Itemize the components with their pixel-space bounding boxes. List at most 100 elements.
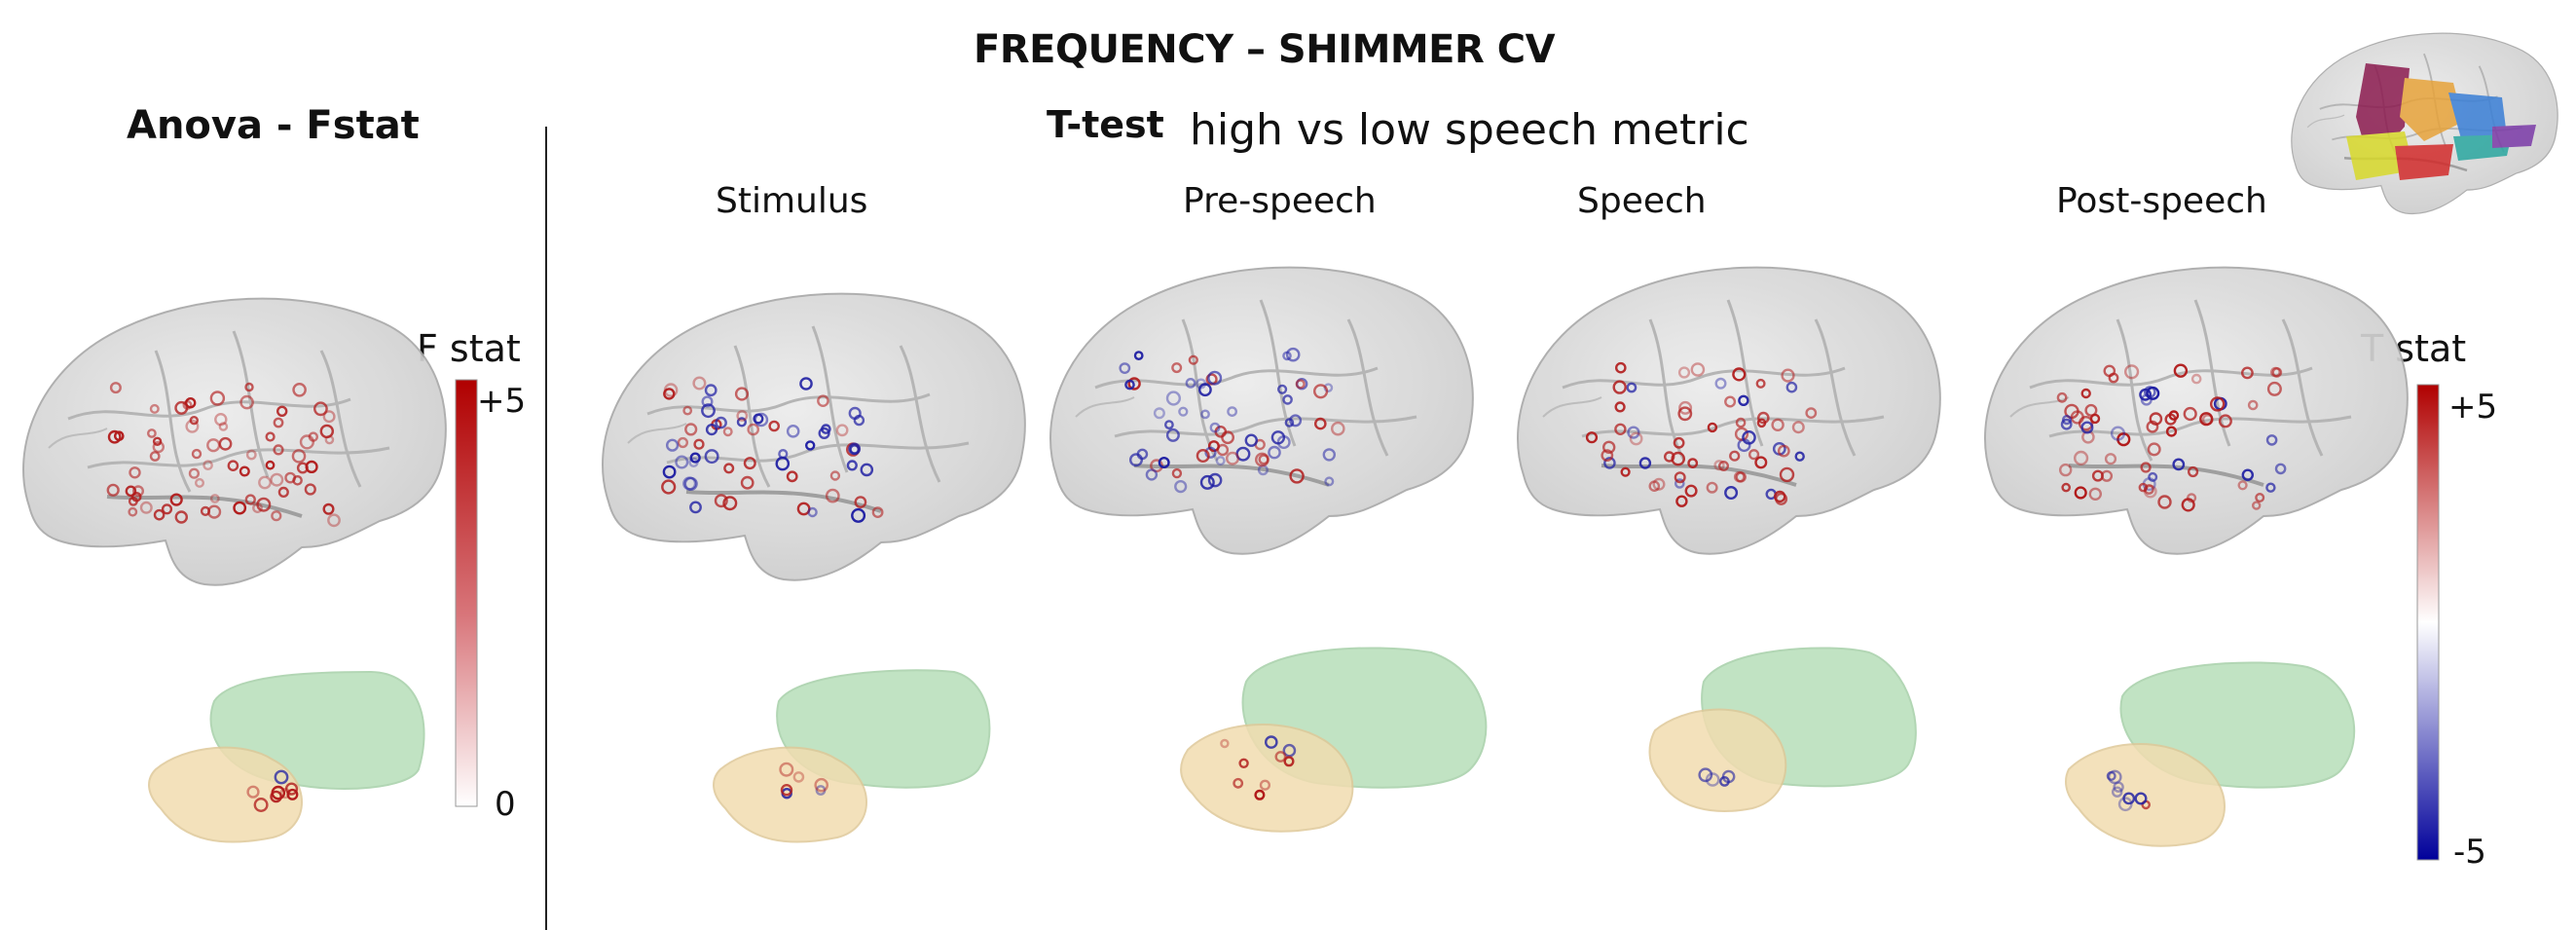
- electrode-marker: [2240, 366, 2254, 380]
- electrode-marker: [244, 494, 256, 505]
- electrode-marker: [1312, 384, 1329, 399]
- anova-subcortical: [148, 670, 425, 843]
- electrode-marker: [2199, 412, 2214, 427]
- electrode-marker: [1777, 444, 1790, 458]
- electrode-marker: [1238, 758, 1249, 768]
- electrode-marker: [239, 465, 250, 477]
- electrode-marker: [1207, 370, 1223, 386]
- electrode-marker: [689, 452, 701, 464]
- electrode-marker: [2106, 770, 2116, 781]
- electrode-marker: [1127, 377, 1141, 391]
- electrode-marker: [663, 388, 676, 400]
- electrode-marker: [1285, 347, 1301, 362]
- electrode-marker: [258, 475, 272, 490]
- electrode-marker: [1185, 377, 1196, 389]
- electrode-marker: [1724, 486, 1739, 501]
- electrode-marker: [2060, 418, 2073, 430]
- electrode-marker: [775, 456, 791, 471]
- electrode-marker: [1785, 381, 1798, 393]
- fstat-colorbar: [455, 379, 478, 807]
- electrode-marker: [1164, 420, 1174, 429]
- electrode-marker: [1124, 379, 1135, 391]
- electrode-marker: [848, 442, 862, 456]
- electrode-marker: [2266, 381, 2282, 396]
- electrode-marker: [322, 410, 336, 424]
- electrode-marker: [2139, 388, 2153, 401]
- electrode-marker: [1748, 449, 1760, 461]
- electrode-marker: [786, 424, 800, 438]
- electrode-marker: [2149, 412, 2163, 426]
- electrode-marker: [1675, 495, 1688, 507]
- electrode-marker: [2183, 406, 2197, 422]
- electrode-marker: [799, 377, 813, 391]
- electrode-marker: [209, 494, 220, 503]
- electrode-marker: [1652, 477, 1666, 491]
- electrode-marker: [1614, 401, 1626, 413]
- electrode-marker: [276, 405, 288, 417]
- electrode-marker: [2080, 421, 2094, 434]
- electrode-marker: [202, 460, 213, 471]
- electrode-marker: [1216, 443, 1230, 457]
- electrode-marker: [1209, 422, 1221, 433]
- electrode-marker: [1282, 351, 1292, 361]
- electrode-marker: [2061, 482, 2071, 493]
- electrode-marker: [2247, 399, 2259, 411]
- electrode-marker: [1687, 458, 1699, 468]
- electrode-marker: [665, 438, 680, 452]
- electrode-marker: [184, 397, 197, 409]
- electrode-marker: [2271, 367, 2283, 378]
- electrode-marker: [174, 510, 189, 524]
- electrode-marker: [677, 436, 689, 449]
- electrode-marker: [319, 424, 334, 439]
- electrode-marker: [1648, 480, 1661, 493]
- electrode-marker: [2074, 450, 2089, 466]
- electrode-marker: [1673, 436, 1685, 449]
- electrode-marker: [161, 503, 173, 515]
- electrode-marker: [2241, 468, 2255, 481]
- electrode-marker: [1324, 476, 1335, 487]
- electrode-marker: [2164, 413, 2177, 426]
- electrode-marker: [704, 449, 719, 465]
- electrode-marker: [2058, 463, 2073, 477]
- electrode-marker: [792, 771, 805, 783]
- electrode-marker: [146, 428, 157, 438]
- electrode-marker: [807, 506, 818, 518]
- electrode-marker: [662, 465, 677, 479]
- pre-speech-brain: [1049, 265, 1475, 556]
- electrode-marker: [1276, 384, 1288, 394]
- electrode-marker: [1165, 391, 1182, 406]
- electrode-marker: [1244, 433, 1259, 447]
- electrode-marker: [214, 413, 228, 427]
- electrode-marker: [286, 788, 299, 800]
- phase-label-stimulus: Stimulus: [716, 181, 868, 221]
- electrode-marker: [1136, 448, 1149, 461]
- electrode-marker: [139, 501, 153, 514]
- electrode-marker: [780, 784, 793, 797]
- electrode-marker: [734, 387, 750, 401]
- electrode-marker: [736, 417, 748, 428]
- electrode-marker: [2188, 465, 2199, 478]
- electrode-marker: [270, 472, 284, 487]
- electrode-marker: [153, 508, 166, 521]
- electrode-marker: [2251, 501, 2262, 510]
- electrode-marker: [1791, 421, 1805, 434]
- electrode-marker: [1794, 451, 1805, 462]
- electrode-marker: [1158, 457, 1170, 469]
- electrode-marker: [244, 382, 254, 392]
- electrode-marker: [1270, 430, 1286, 445]
- electrode-marker: [1265, 735, 1278, 749]
- electrode-marker: [245, 449, 257, 461]
- electrode-marker: [1755, 378, 1766, 389]
- ttest-title: T-test: [1047, 103, 1164, 146]
- electrode-marker: [714, 494, 728, 508]
- electrode-marker: [1729, 450, 1741, 462]
- electrode-marker: [271, 785, 286, 800]
- electrode-marker: [1805, 407, 1818, 419]
- electrode-marker: [2138, 482, 2149, 493]
- electrode-marker: [1289, 414, 1303, 428]
- electrode-marker: [805, 440, 816, 451]
- electrode-marker: [292, 474, 303, 486]
- electrode-marker: [2104, 453, 2117, 465]
- phase-label-pre-speech: Pre-speech: [1183, 181, 1377, 221]
- electrode-marker: [1671, 451, 1685, 466]
